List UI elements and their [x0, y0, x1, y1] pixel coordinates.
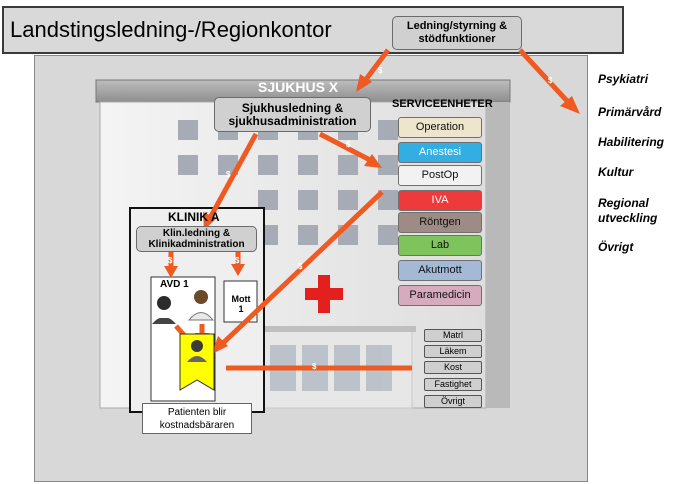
doctor-icon-2 [187, 290, 215, 321]
page-title: Landstingsledning-/Regionkontor [10, 17, 332, 42]
category-item: Primärvård [598, 105, 662, 119]
sjukhusledning-box: Sjukhusledning & sjukhusadministration [214, 97, 371, 132]
money-symbol-1: $ [378, 66, 383, 75]
entrance-canopy [258, 326, 416, 332]
service-unit-operation: Operation [398, 117, 482, 138]
small-unit-item: Fastighet [424, 378, 482, 391]
money-symbol-3: $ [346, 140, 351, 149]
arrow-klinik-to-avd-head [164, 266, 178, 278]
category-item: Övrigt [598, 240, 634, 254]
arrow-ledning-to-list-head [560, 96, 580, 114]
money-symbol-4: $ [226, 170, 231, 179]
money-symbol-6: $ [168, 256, 173, 265]
service-unit-anestesi: Anestesi [398, 142, 482, 163]
service-unit-akutmott: Akutmott [398, 260, 482, 281]
service-unit-röntgen: Röntgen [398, 212, 482, 233]
service-unit-lab: Lab [398, 235, 482, 256]
small-unit-item: Övrigt [424, 395, 482, 408]
service-unit-iva: IVA [398, 190, 482, 211]
serviceenheter-label: SERVICEENHETER [392, 98, 493, 110]
arrow-sjukhus-to-klinik-head [203, 212, 217, 230]
doctor-icon-1 [152, 296, 176, 324]
money-symbol-2: $ [548, 76, 553, 85]
klinik-label: KLINIK A [168, 210, 220, 224]
arrow-ledning-to-sjukhus [362, 48, 390, 84]
building-title: SJUKHUS X [258, 79, 339, 95]
small-unit-item: Matrl [424, 329, 482, 342]
category-item: Psykiatri [598, 72, 649, 86]
money-symbol-5: $ [298, 262, 303, 271]
arrow-ledning-to-list [518, 48, 570, 104]
mott-label: Mott 1 [231, 294, 251, 314]
small-unit-item: Kost [424, 361, 482, 374]
arrow-sjukhus-to-service-head [364, 154, 382, 168]
arrow-klinik-to-mott-head [231, 264, 245, 276]
patient-icon [187, 340, 207, 362]
service-unit-postop: PostOp [398, 165, 482, 186]
arrow-sjukhus-to-service [318, 131, 372, 163]
cost-flow-arrows [164, 48, 580, 371]
red-cross-icon [305, 275, 343, 313]
arrow-service-to-patient [220, 190, 384, 346]
money-symbol-7: $ [235, 256, 240, 265]
category-item: Habilitering [598, 135, 665, 149]
arrow-sjukhus-to-klinik [207, 132, 259, 220]
arrow-service-to-patient-head [212, 336, 228, 354]
service-unit-paramedicin: Paramedicin [398, 285, 482, 306]
category-item: Kultur [598, 165, 634, 179]
building-side [486, 102, 510, 408]
small-unit-item: Läkem [424, 345, 482, 358]
arrow-ledning-to-sjukhus-head [356, 74, 372, 92]
category-item: Regional utveckling [598, 196, 658, 225]
money-symbol-8: $ [312, 362, 317, 371]
patient-note: Patienten blir kostnadsbäraren [142, 403, 252, 434]
klinledning-box: Klin.ledning & Klinikadministration [136, 226, 257, 252]
avd-label: AVD 1 [160, 279, 189, 290]
ledning-box: Ledning/styrning & stödfunktioner [392, 16, 522, 50]
